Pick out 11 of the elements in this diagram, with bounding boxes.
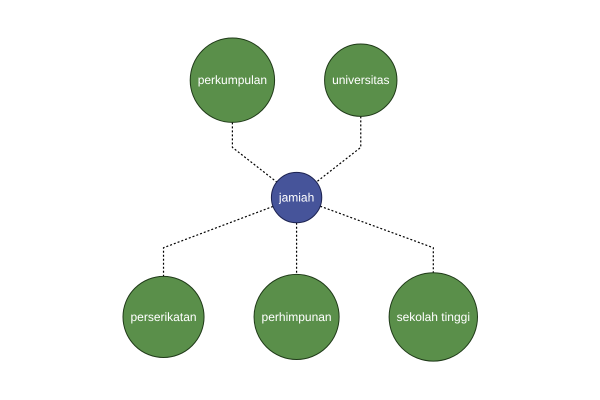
node-circle: perkumpulan	[189, 38, 275, 124]
node-circle: universitas	[324, 44, 398, 118]
node-circle: perhimpunan	[253, 274, 340, 360]
connector	[320, 206, 434, 274]
node-circle: perserikatan	[122, 276, 204, 358]
connector	[296, 223, 297, 275]
node-circle: sekolah tinggi	[388, 272, 478, 362]
connector	[232, 122, 277, 183]
node-circle: jamiah	[270, 172, 322, 224]
connector	[162, 206, 273, 277]
connector	[316, 116, 362, 183]
